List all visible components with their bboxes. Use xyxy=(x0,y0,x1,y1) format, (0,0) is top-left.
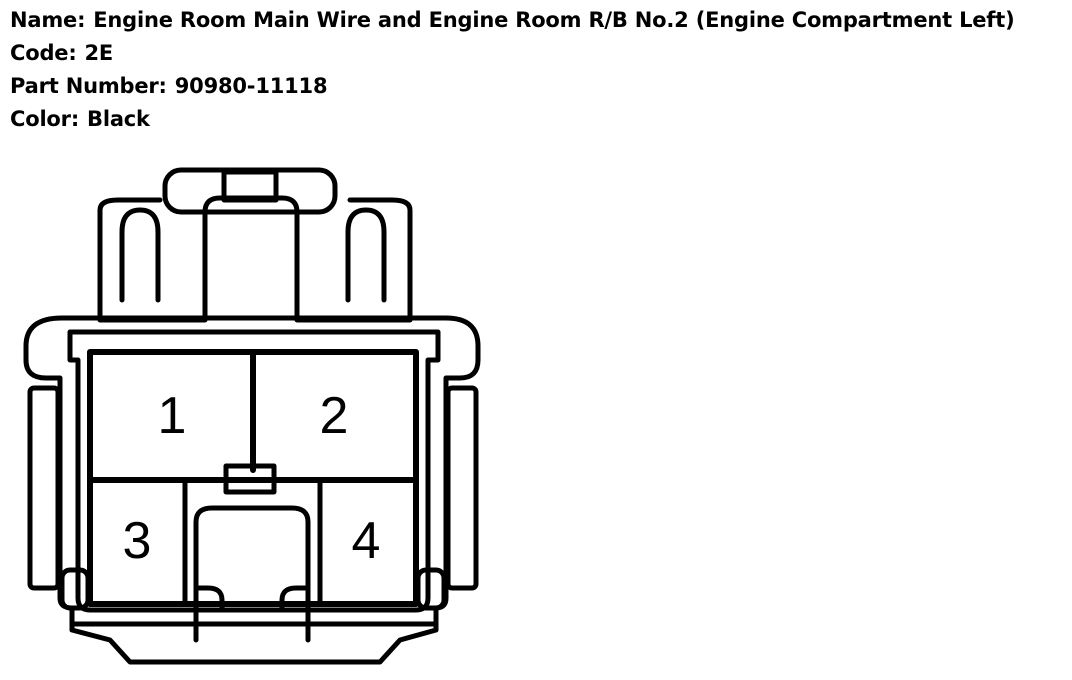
left-side-guide xyxy=(27,385,61,591)
center-key xyxy=(223,463,277,495)
lock-tab xyxy=(162,167,338,233)
code-row: Code: 2E xyxy=(10,37,1014,70)
left-corner-latch xyxy=(59,567,91,611)
name-label: Name: xyxy=(10,8,86,32)
right-latch-finger xyxy=(345,207,387,303)
inner-frame xyxy=(67,329,441,613)
pin-2-label: 2 xyxy=(320,387,349,445)
key-slot-notch-left xyxy=(193,585,225,613)
key-slot xyxy=(182,477,323,643)
part-number-row: Part Number: 90980-11118 xyxy=(10,70,1014,103)
part-number-label: Part Number: xyxy=(10,74,167,98)
key-slot-notch-right xyxy=(279,585,311,613)
right-corner-latch xyxy=(415,567,447,611)
code-value: 2E xyxy=(84,41,114,65)
part-number-value: 90980-11118 xyxy=(174,74,328,98)
connector-info: Name: Engine Room Main Wire and Engine Ro… xyxy=(10,4,1015,136)
color-label: Color: xyxy=(10,107,80,131)
left-latch-finger xyxy=(119,207,161,303)
right-side-guide xyxy=(445,385,479,591)
pin-4-label: 4 xyxy=(352,512,381,570)
pin-3-label: 3 xyxy=(123,512,152,570)
code-label: Code: xyxy=(10,41,77,65)
color-row: Color: Black xyxy=(10,103,1014,136)
name-value: Engine Room Main Wire and Engine Room R/… xyxy=(93,8,1015,32)
color-value: Black xyxy=(87,107,150,131)
pin-1-label: 1 xyxy=(158,387,187,445)
housing-outline xyxy=(23,315,481,665)
connector-housing xyxy=(97,197,413,323)
name-row: Name: Engine Room Main Wire and Engine Ro… xyxy=(10,4,1015,37)
